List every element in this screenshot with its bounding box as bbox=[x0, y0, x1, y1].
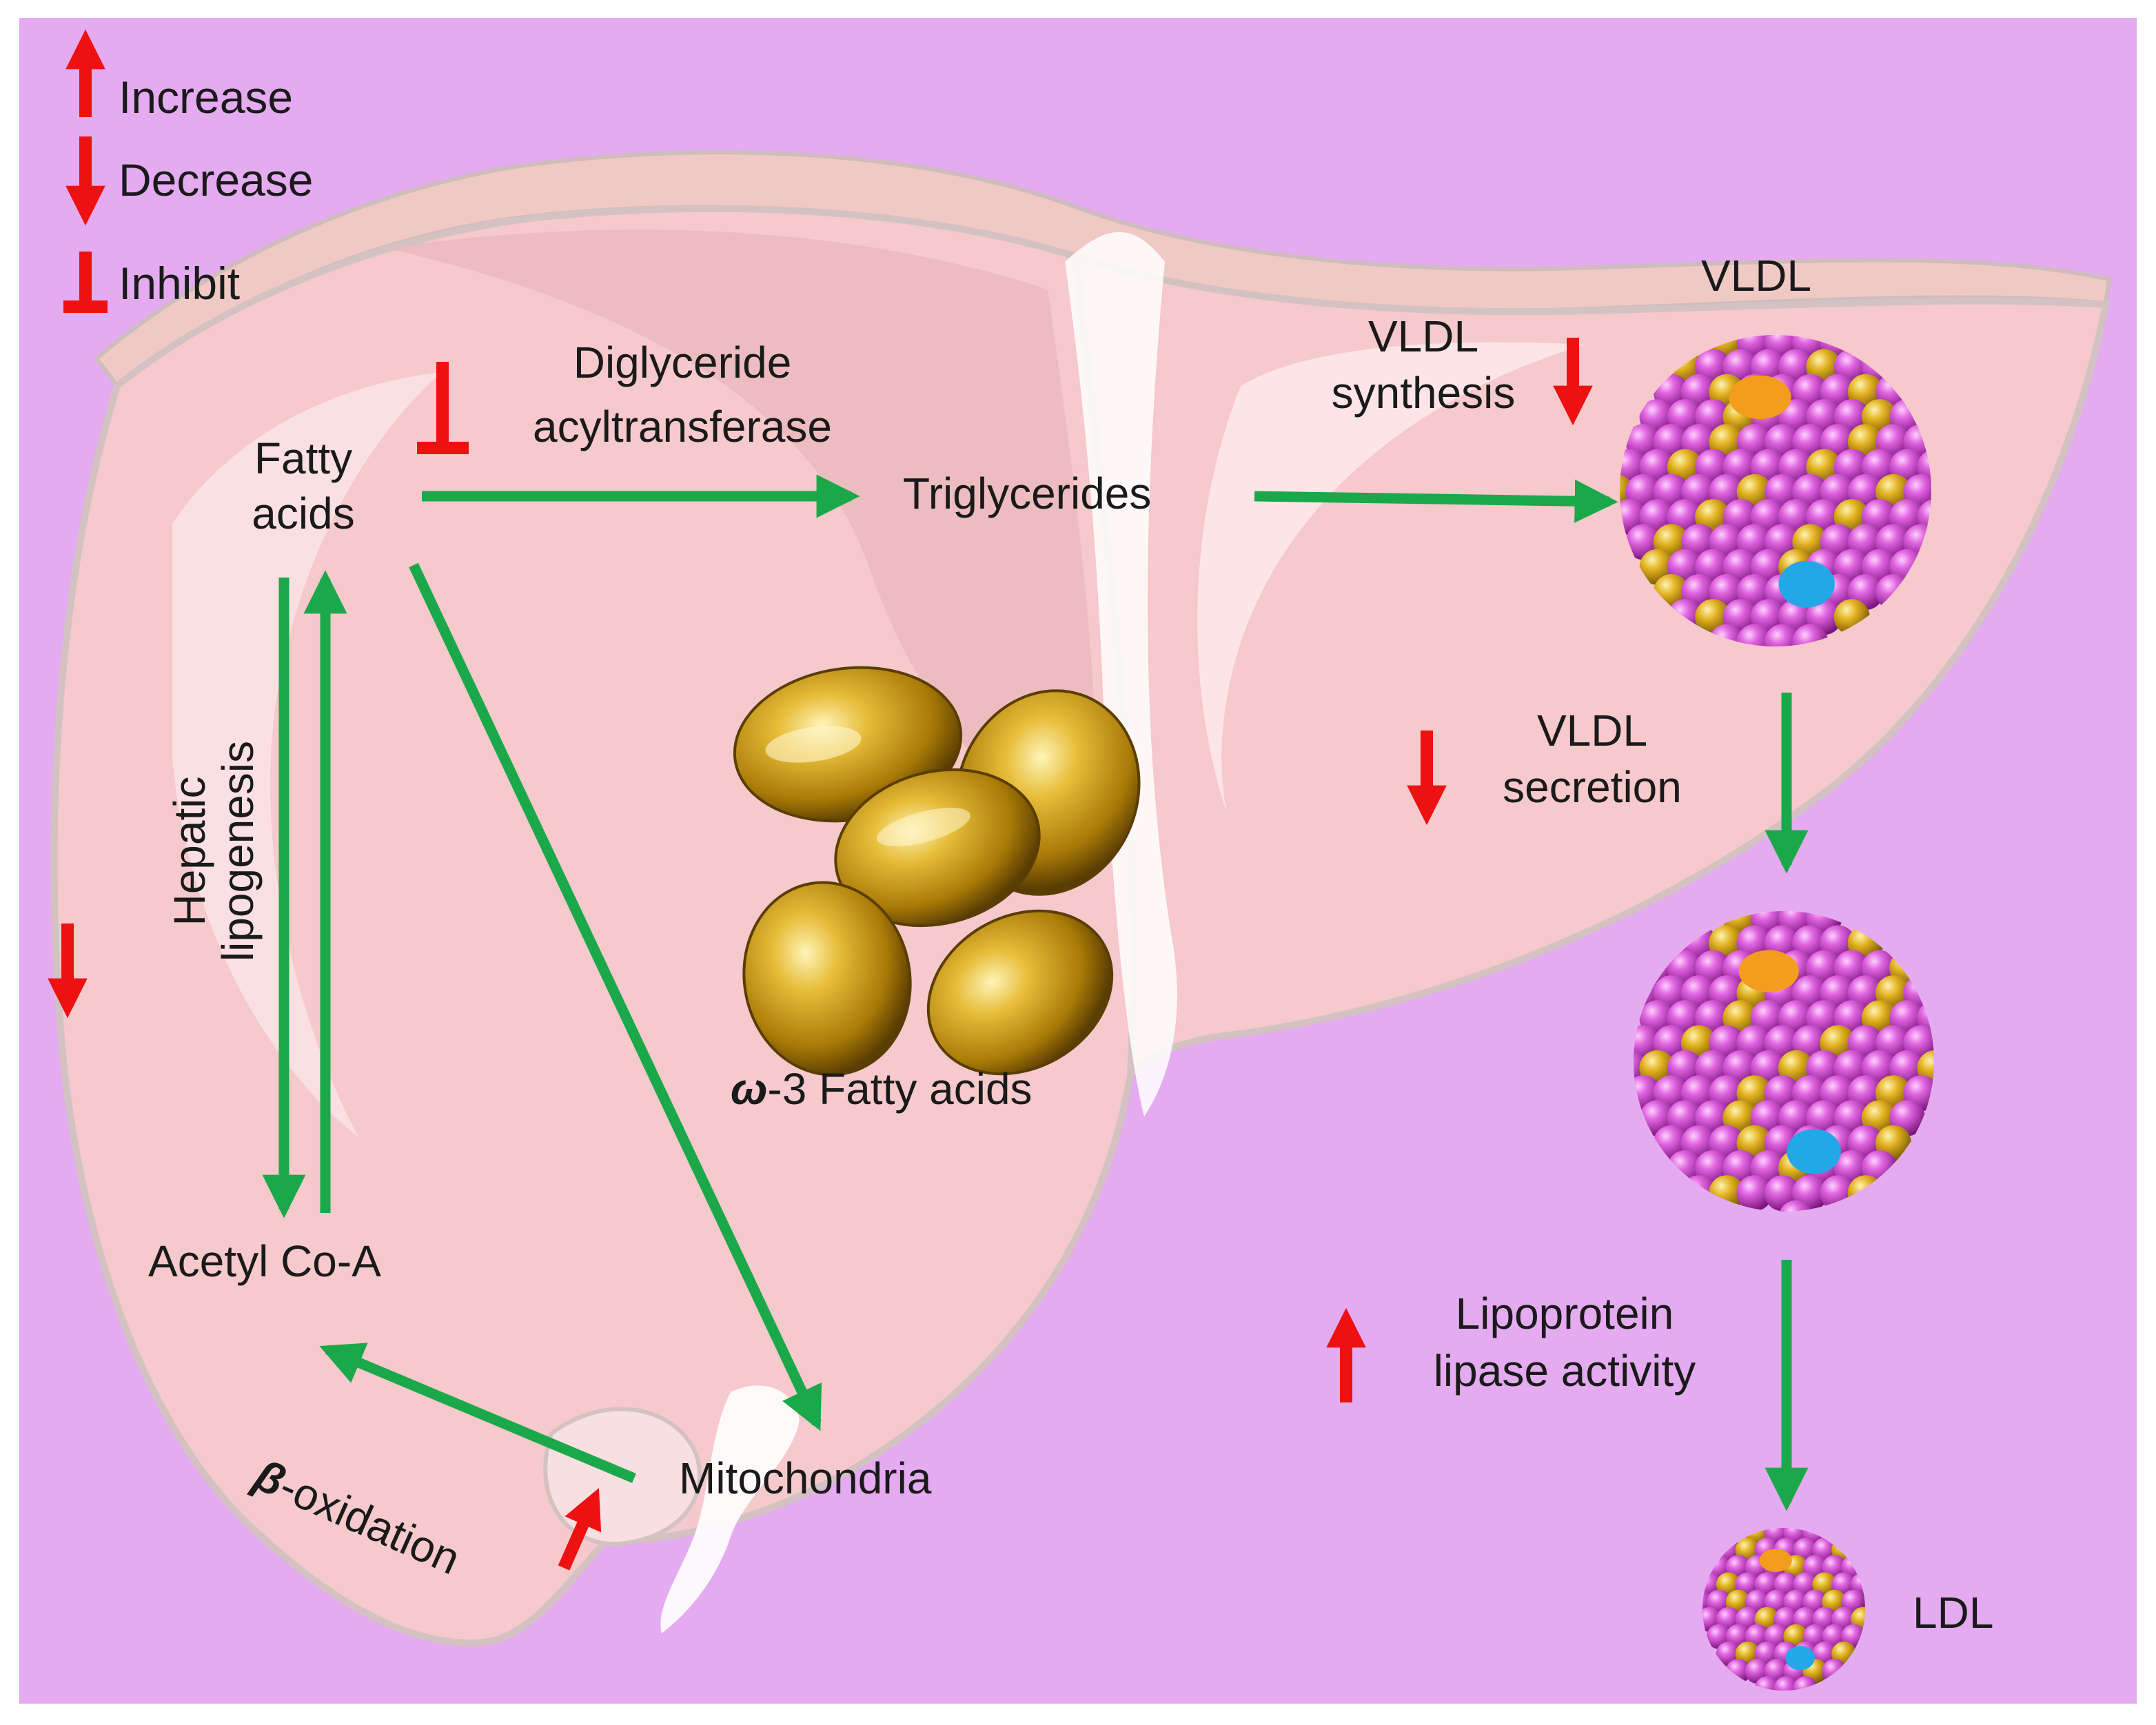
acetyl-coa-label: Acetyl Co-A bbox=[148, 1236, 381, 1286]
enzyme-line2: acyltransferase bbox=[533, 401, 832, 451]
lipoprotein-sphere-ball bbox=[1773, 1676, 1799, 1691]
legend-increase-label: Increase bbox=[119, 72, 294, 123]
apolipoprotein-blue bbox=[1785, 1646, 1815, 1671]
omega-symbol: ω bbox=[731, 1064, 768, 1114]
apolipoprotein-orange bbox=[1729, 375, 1791, 420]
arrow-fatty-acids-to-mitochondria bbox=[409, 562, 822, 1431]
lipoprotein-lipase-label: Lipoprotein lipase activity bbox=[1385, 1285, 1744, 1400]
vldl-label: VLDL bbox=[1701, 251, 1812, 300]
legend-decrease-label: Decrease bbox=[119, 154, 314, 205]
legend-inhibit-symbol bbox=[63, 252, 108, 313]
vldl-synthesis-line1: VLDL bbox=[1367, 312, 1479, 361]
apolipoprotein-blue bbox=[1787, 1129, 1841, 1174]
lipase-line1: Lipoprotein bbox=[1455, 1289, 1674, 1338]
hepatic-line1: Hepatic bbox=[165, 776, 214, 926]
pathway-arrows bbox=[262, 474, 1809, 1511]
hepatic-line2: lipogenesis bbox=[213, 740, 263, 962]
arrow-mitochondria-to-acetyl-coa bbox=[319, 1343, 636, 1483]
inhibit-markers bbox=[63, 252, 469, 454]
apolipoprotein-orange bbox=[1738, 950, 1799, 992]
liver-right-highlight bbox=[1197, 342, 1585, 813]
omega3-capsules-image bbox=[733, 666, 1141, 1076]
lipoprotein-sphere-ball bbox=[1778, 1200, 1814, 1212]
ldl-label: LDL bbox=[1913, 1588, 1994, 1637]
vldl-secretion-label: VLDL secretion bbox=[1475, 703, 1709, 816]
lipoprotein-sphere-ball bbox=[1736, 624, 1773, 646]
vldl-synthesis-label: VLDL synthesis bbox=[1306, 309, 1540, 422]
omega3-label: ω-3 Fatty acids bbox=[731, 1061, 1033, 1116]
increase-arrow-beta-oxidation bbox=[558, 1488, 602, 1571]
lipase-line2: lipase activity bbox=[1433, 1346, 1696, 1396]
arrow-triglycerides-to-vldl bbox=[1254, 479, 1618, 523]
vldl-secretion-line1: VLDL bbox=[1536, 706, 1648, 755]
regulation-markers bbox=[48, 29, 1593, 1571]
hepatic-lipogenesis-label: Hepatic lipogenesis bbox=[165, 679, 263, 1023]
enzyme-label: Diglyceride acyltransferase bbox=[496, 331, 868, 459]
vldl-synthesis-line2: synthesis bbox=[1331, 367, 1516, 418]
vldl-remnant-particle-image bbox=[1634, 911, 1934, 1212]
mitochondria-label: Mitochondria bbox=[679, 1453, 932, 1503]
liver-left-shade bbox=[386, 229, 1097, 861]
lipoprotein-sphere-ball bbox=[1754, 1676, 1780, 1691]
omega3-text: -3 Fatty acids bbox=[767, 1064, 1033, 1114]
legend-inhibit-label: Inhibit bbox=[119, 258, 241, 309]
liver-left-lobe bbox=[50, 205, 1137, 1646]
vldl-secretion-line2: secretion bbox=[1503, 762, 1682, 812]
lipoprotein-sphere-ball bbox=[1736, 1175, 1773, 1212]
inhibit-symbol-diglyceride-acyltransferase bbox=[417, 362, 469, 454]
liver-ligament bbox=[1065, 232, 1177, 1116]
apolipoprotein-orange bbox=[1759, 1549, 1792, 1572]
apolipoprotein-blue bbox=[1778, 560, 1835, 608]
lipoprotein-sphere-ball bbox=[1792, 624, 1829, 646]
fatty-acids-line2: acids bbox=[252, 489, 355, 538]
fatty-acids-line1: Fatty bbox=[254, 433, 353, 483]
lipoprotein-sphere-ball bbox=[1765, 624, 1800, 646]
triglycerides-label: Triglycerides bbox=[903, 469, 1152, 518]
fatty-acids-label: Fatty acids bbox=[221, 431, 386, 541]
enzyme-line1: Diglyceride bbox=[573, 338, 792, 387]
liver-vessel bbox=[660, 1385, 800, 1633]
liver-left-highlight bbox=[172, 372, 441, 1137]
